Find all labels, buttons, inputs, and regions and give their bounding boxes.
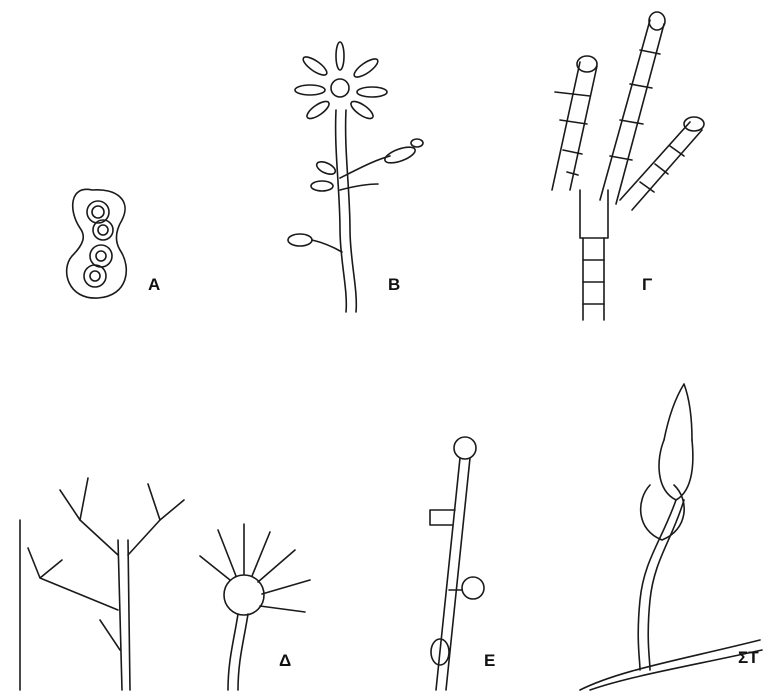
panel-b-label: B — [388, 275, 400, 295]
panel-a-drawing — [67, 189, 127, 298]
panel-st-drawing — [580, 384, 762, 690]
panel-b-drawing — [288, 42, 423, 312]
panel-d-drawing — [20, 478, 310, 690]
panel-e-drawing — [430, 437, 484, 690]
panel-st-label: ΣΤ — [738, 648, 759, 668]
panel-g-label: Γ — [642, 275, 652, 295]
panel-e-label: E — [484, 651, 495, 671]
panel-g-drawing — [552, 12, 704, 320]
panel-d-label: Δ — [279, 651, 291, 671]
panel-a-label: A — [148, 275, 160, 295]
